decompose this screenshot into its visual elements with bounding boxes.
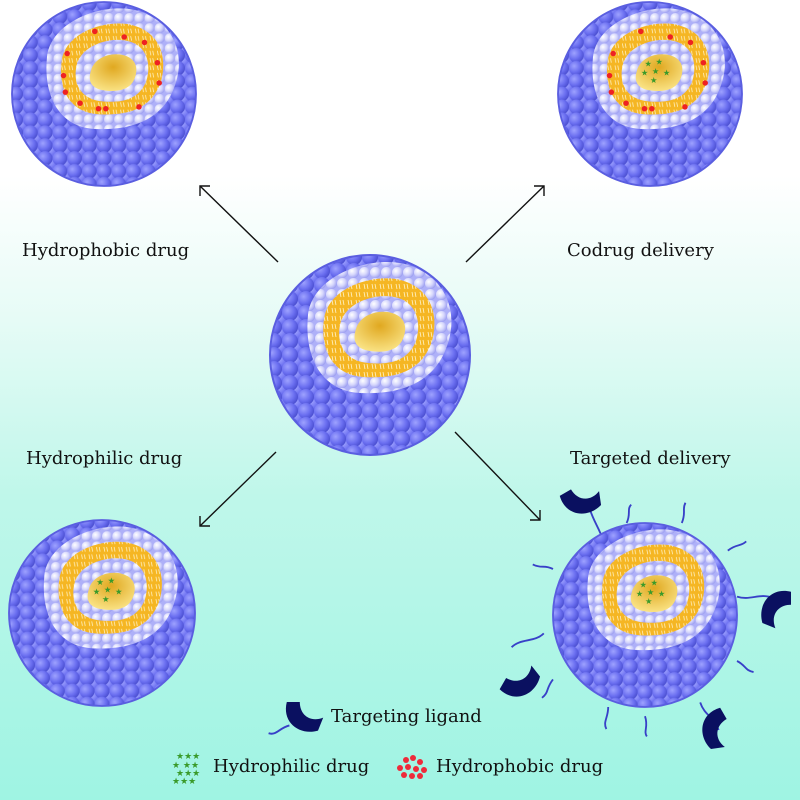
svg-text:★ ★★: ★ ★★ xyxy=(172,761,199,771)
liposome-center xyxy=(269,254,471,456)
liposome-hydrophobic xyxy=(11,1,197,187)
ligand-icon xyxy=(693,706,739,755)
svg-text:★★★: ★★★ xyxy=(176,769,200,779)
hydrophilic-drug-icon: ★★★★ ★★★★★★★★ xyxy=(172,752,200,787)
liposome-targeted xyxy=(510,502,775,737)
hydrophobic-drug-icon xyxy=(397,755,427,779)
arrows xyxy=(199,185,545,527)
label-hydrophilic-drug: Hydrophilic drug xyxy=(26,448,183,469)
liposome-hydrophilic xyxy=(8,519,196,707)
label-hydrophobic-drug: Hydrophobic drug xyxy=(22,240,190,261)
legend-hydrophilic-drug: Hydrophilic drug xyxy=(213,756,370,777)
svg-text:★★★: ★★★ xyxy=(176,752,200,762)
liposome-codrug xyxy=(557,1,743,187)
ligand-icon xyxy=(558,477,607,523)
legend-targeting-ligand: Targeting ligand xyxy=(331,706,482,727)
label-codrug-delivery: Codrug delivery xyxy=(567,240,714,261)
label-targeted-delivery: Targeted delivery xyxy=(570,448,731,469)
legend-hydrophobic-drug: Hydrophobic drug xyxy=(436,756,604,777)
svg-text:★★★: ★★★ xyxy=(172,777,196,787)
targeting-ligand-icon xyxy=(268,702,324,735)
ligand-icon xyxy=(499,657,544,705)
